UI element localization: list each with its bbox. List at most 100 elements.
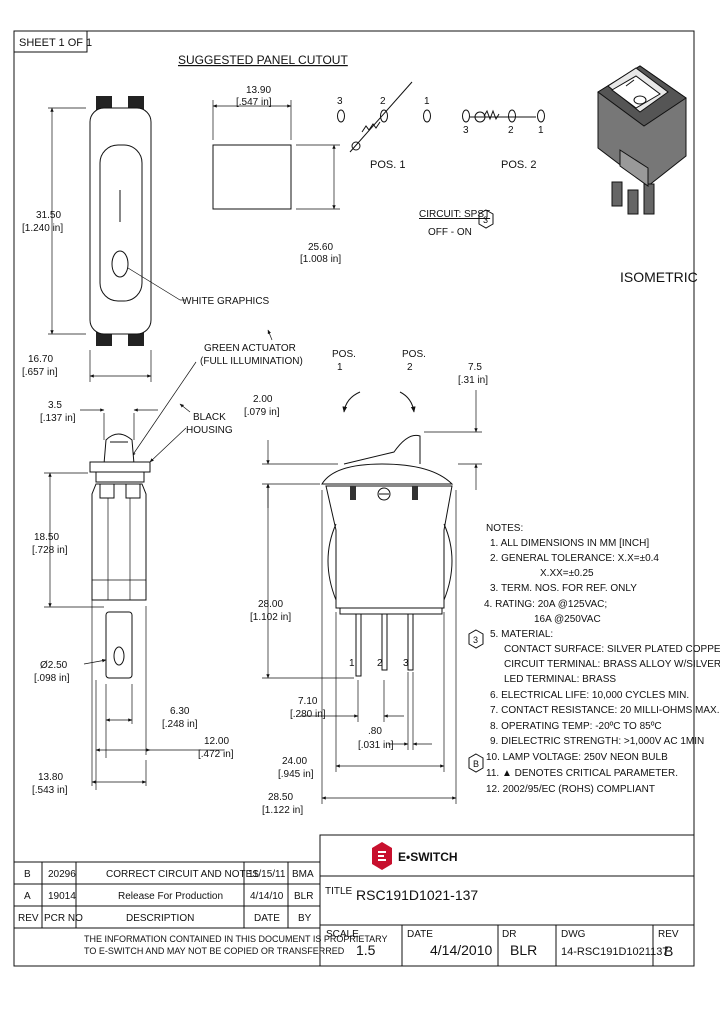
note-line: 10. LAMP VOLTAGE: 250V NEON BULB <box>486 752 668 763</box>
rev-cell: A <box>24 891 31 902</box>
cutout-title: SUGGESTED PANEL CUTOUT <box>178 53 348 67</box>
drawn-by-label: DR <box>502 929 516 940</box>
main-rocker-view: POS. 1 POS. 2 1 2 3 7.5 [.31 in] 2.00 [.… <box>244 349 488 816</box>
rock-arrow-pos2 <box>399 391 416 413</box>
cutout-width-in: [.547 in] <box>236 97 272 108</box>
title-value: RSC191D1021-137 <box>356 887 478 903</box>
note-10-marker <box>468 753 484 773</box>
header-date: DATE <box>254 913 280 924</box>
pos1-switch-blade <box>349 81 413 153</box>
rev-cell: B <box>24 869 31 880</box>
front-width-in: [.657 in] <box>22 367 58 378</box>
main-terminal-3 <box>407 613 414 671</box>
bottom-terminal-left <box>96 332 112 346</box>
rock-arrow-pos1 <box>342 391 361 413</box>
main-thick-mm: .80 <box>368 726 382 737</box>
isometric-view: ISOMETRIC <box>597 65 698 285</box>
note-line: LED TERMINAL: BRASS <box>504 674 616 685</box>
front-view: WHITE GRAPHICS 31.50 [1.240 in] 16.70 [.… <box>22 96 270 382</box>
main-height-in: [1.102 in] <box>250 612 291 623</box>
bottom-terminal-right <box>128 332 144 346</box>
main-rock-mm: 7.5 <box>468 362 482 373</box>
note-line: 7. CONTACT RESISTANCE: 20 MILLI-OHMS MAX… <box>490 705 720 716</box>
notes-title: NOTES: <box>486 523 523 534</box>
note-10-marker-label: B <box>473 759 479 769</box>
dwg-label: DWG <box>561 929 586 940</box>
rev-label: REV <box>658 929 679 940</box>
side-bezel <box>89 461 151 473</box>
note-line: 9. DIELECTRIC STRENGTH: >1,000V AC 1MIN <box>490 736 704 747</box>
table-header: REV PCR NO DESCRIPTION DATE BY <box>18 913 312 924</box>
cutout-width-mm: 13.90 <box>246 85 271 96</box>
rev-value: B <box>664 943 673 959</box>
main-height-mm: 28.00 <box>258 599 283 610</box>
cutout-height-mm: 25.60 <box>308 242 333 253</box>
housing-callout-1: BLACK <box>193 412 226 423</box>
note-line: 4. RATING: 20A @125VAC; <box>484 599 607 610</box>
main-term-in: [.280 in] <box>290 709 326 720</box>
circuit-value: OFF - ON <box>428 227 472 238</box>
pos1-terminal-1: 1 <box>424 96 430 107</box>
note-line: 3. TERM. NOS. FOR REF. ONLY <box>490 583 637 594</box>
title-block: E•SWITCH TITLE RSC191D1021-137 SCALE 1.5… <box>319 834 695 967</box>
front-height-mm: 31.50 <box>36 210 61 221</box>
side-d4-mm: 12.00 <box>204 736 229 747</box>
pos2-label: POS. 2 <box>501 159 536 171</box>
date-cell: 11/15/11 <box>248 869 286 880</box>
pos2-terminal-2: 2 <box>508 125 514 136</box>
main-pos1-num: 1 <box>337 362 343 373</box>
revision-table: B 20296 CORRECT CIRCUIT AND NOTES 11/15/… <box>13 861 388 956</box>
actuator-callout-sub: (FULL ILLUMINATION) <box>200 356 303 367</box>
note-5-marker <box>468 629 484 649</box>
side-d4-in: [.472 in] <box>198 749 234 760</box>
title-label: TITLE <box>325 886 353 897</box>
description-cell: Release For Production <box>118 891 223 902</box>
scale-value: 1.5 <box>356 942 376 958</box>
side-hole-mm: Ø2.50 <box>40 660 68 671</box>
header-by: BY <box>298 913 312 924</box>
main-terminal-3-label: 3 <box>403 658 409 669</box>
side-terminal <box>105 611 133 679</box>
note-line: 2. GENERAL TOLERANCE: X.X=±0.4 <box>490 553 659 564</box>
proprietary-notice-2: TO E-SWITCH AND MAY NOT BE COPIED OR TRA… <box>84 946 345 956</box>
side-hole-in: [.098 in] <box>34 673 70 684</box>
main-pos2-num: 2 <box>407 362 413 373</box>
note-line: CONTACT SURFACE: SILVER PLATED COPPER <box>504 644 720 655</box>
pos2-terminal-3: 3 <box>463 125 469 136</box>
main-terminal-2 <box>381 613 388 671</box>
housing-callout-2: HOUSING <box>186 425 233 436</box>
header-rev: REV <box>18 913 39 924</box>
brand-logo: E•SWITCH <box>372 842 458 870</box>
isometric-label: ISOMETRIC <box>620 269 698 285</box>
main-terminal-1-label: 1 <box>349 658 355 669</box>
side-d3-in: [.248 in] <box>162 719 198 730</box>
scale-label: SCALE <box>326 929 359 940</box>
panel-cutout-view: SUGGESTED PANEL CUTOUT 13.90 [.547 in] 2… <box>178 53 348 265</box>
date-cell: 4/14/10 <box>250 891 284 902</box>
main-bezel <box>321 463 454 485</box>
proprietary-notice-1: THE INFORMATION CONTAINED IN THIS DOCUME… <box>84 934 388 944</box>
sheet-number: SHEET 1 OF 1 <box>19 37 92 49</box>
graphics-callout: WHITE GRAPHICS <box>182 296 270 307</box>
circuit-label: CIRCUIT: SPST <box>419 209 490 220</box>
note-line: CIRCUIT TERMINAL: BRASS ALLOY W/SILVER P… <box>504 659 720 670</box>
note-3-marker <box>478 209 494 229</box>
main-flange-in: [1.122 in] <box>262 805 303 816</box>
table-row: B 20296 CORRECT CIRCUIT AND NOTES 11/15/… <box>24 869 314 880</box>
note-line: 12. 2002/95/EC (ROHS) COMPLIANT <box>486 784 655 795</box>
by-cell: BLR <box>294 891 313 902</box>
front-height-in: [1.240 in] <box>22 223 63 234</box>
note-line: 8. OPERATING TEMP: -20ºC TO 85ºC <box>490 721 662 732</box>
main-terminal-2-label: 2 <box>377 658 383 669</box>
main-rock-in: [.31 in] <box>458 375 488 386</box>
main-terminal-1 <box>355 613 362 677</box>
side-d2-in: [.728 in] <box>32 545 68 556</box>
header-description: DESCRIPTION <box>126 913 194 924</box>
date-value: 4/14/2010 <box>430 942 492 958</box>
side-d3-mm: 6.30 <box>170 706 190 717</box>
pos1-terminal-3: 3 <box>337 96 343 107</box>
main-pos1-label: POS. <box>332 349 356 360</box>
pos1-label: POS. 1 <box>370 159 405 171</box>
main-thick-in: [.031 in] <box>358 740 394 751</box>
